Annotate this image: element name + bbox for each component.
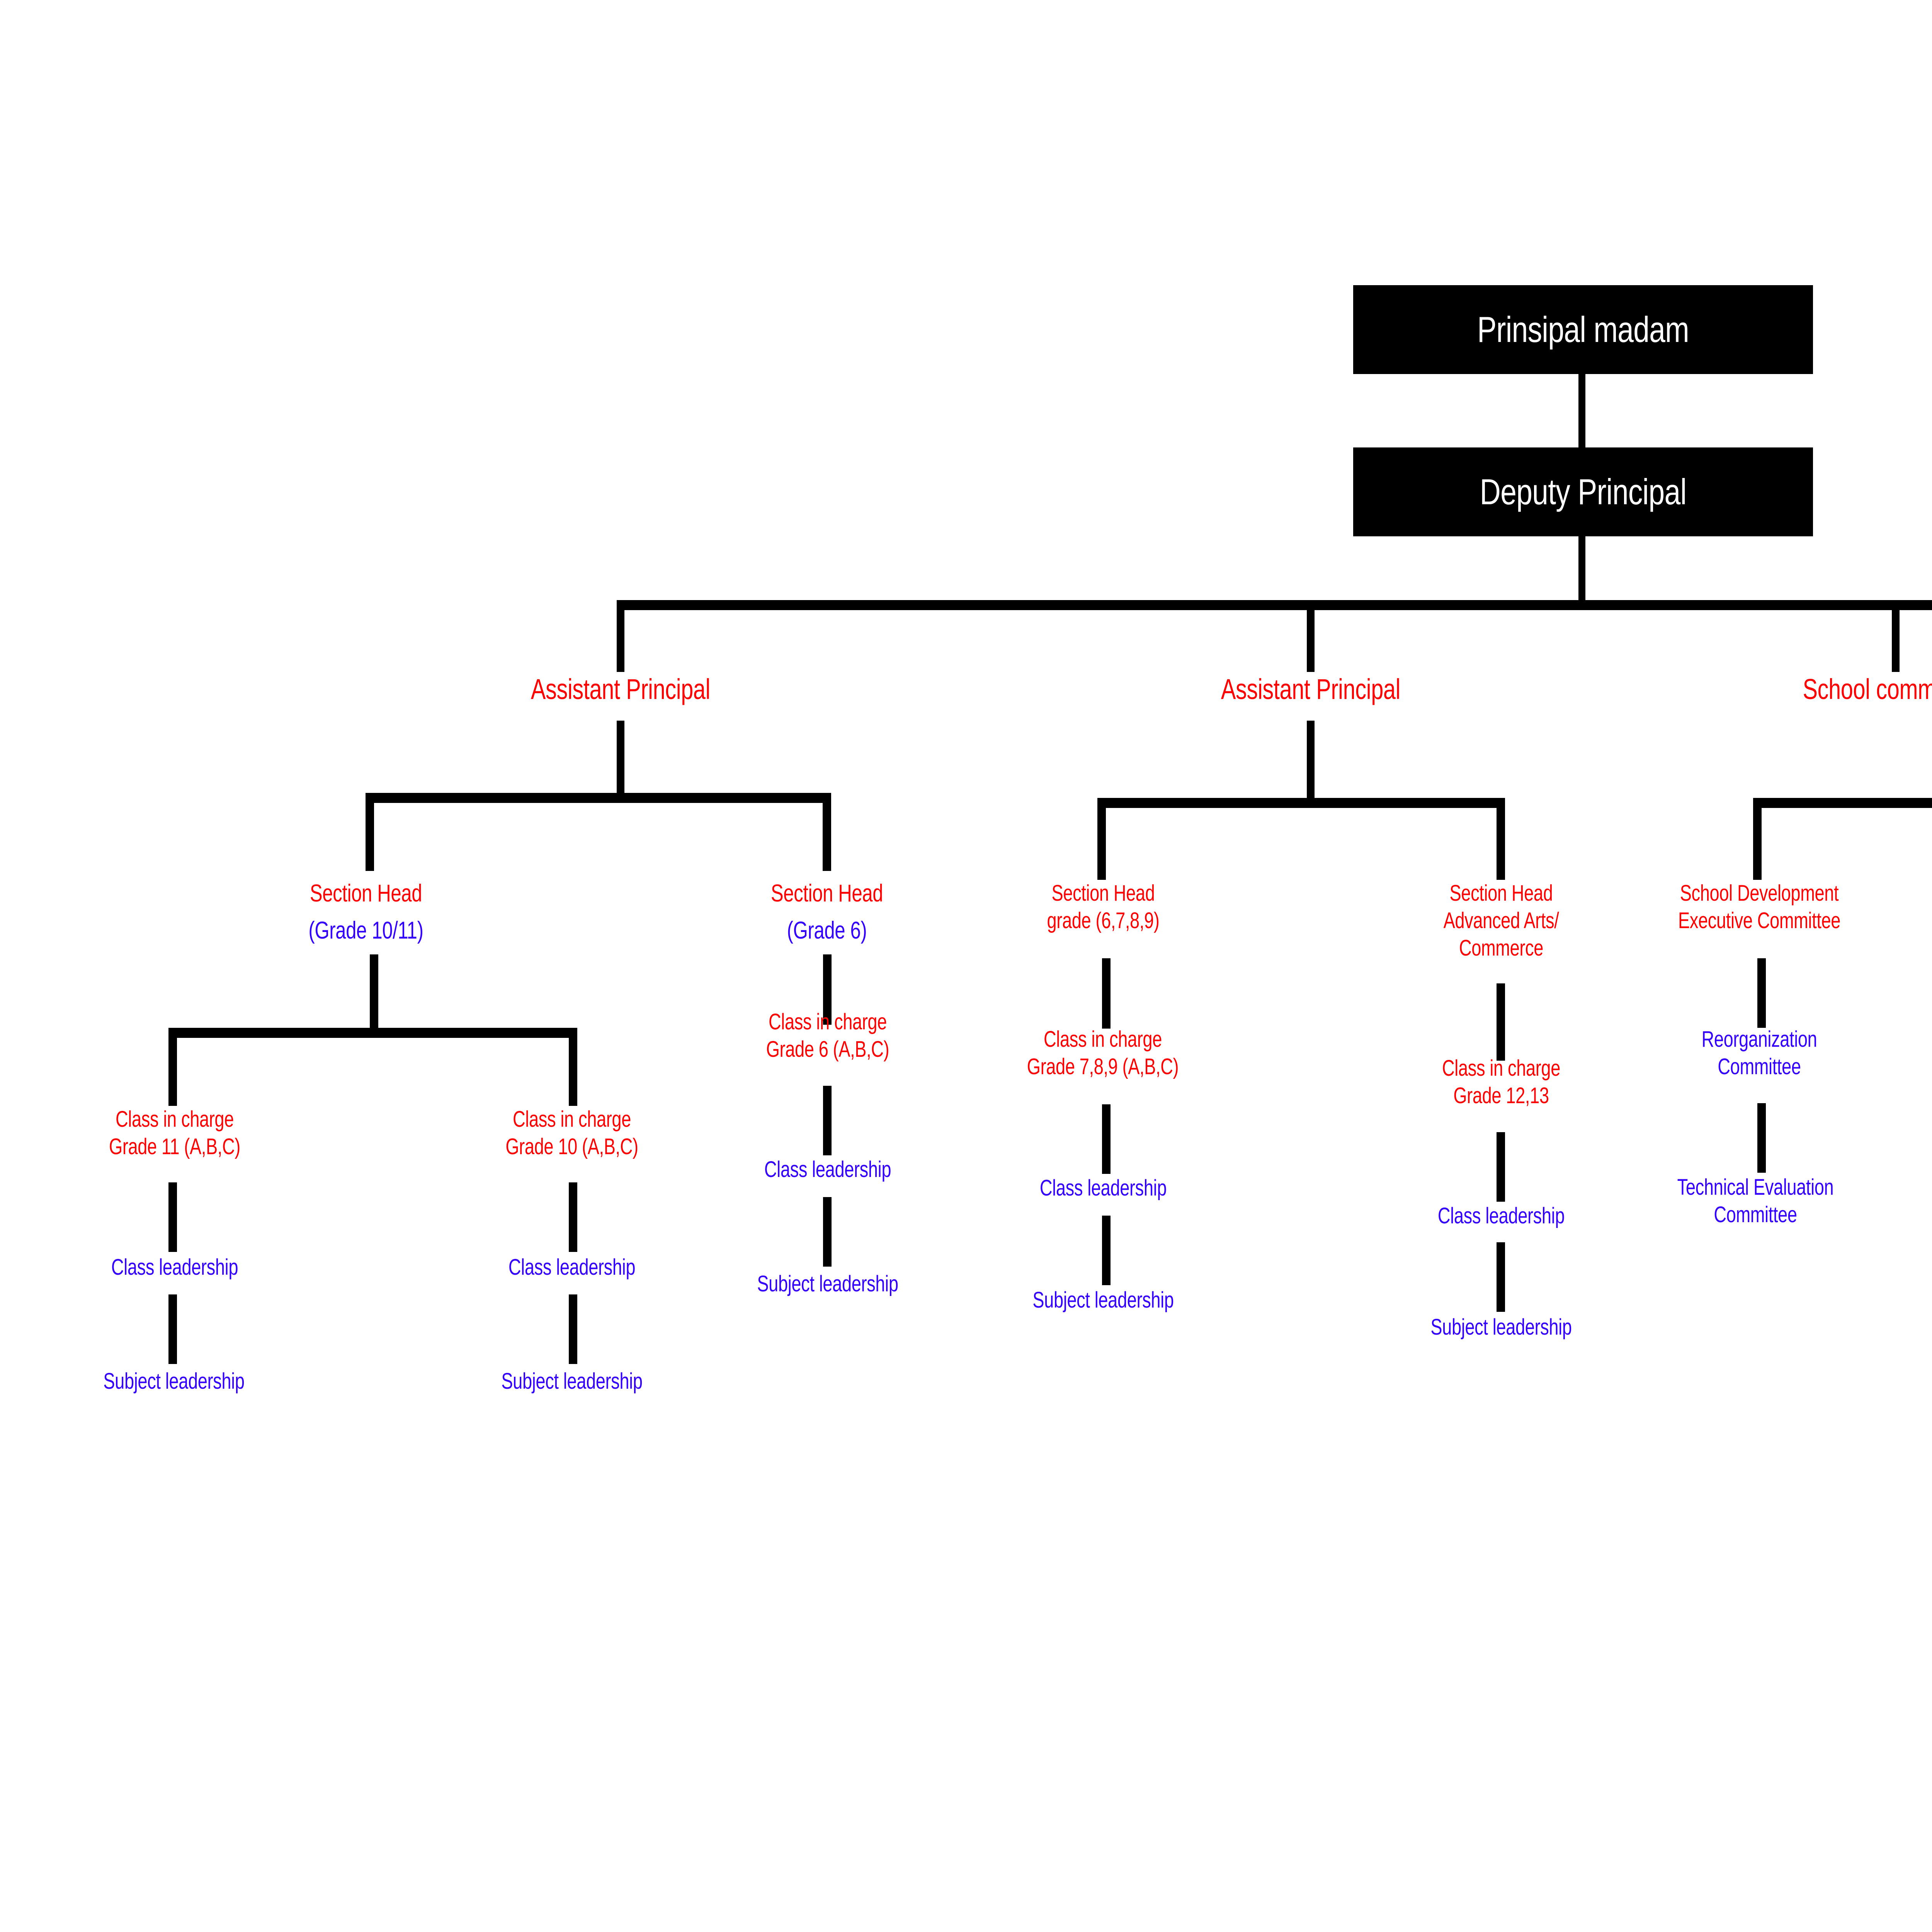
connector-cl789-to-sl789 xyxy=(1102,1216,1111,1285)
connector-cic1213-to-cl1213 xyxy=(1497,1132,1505,1202)
connector-sh6789-to-cic789 xyxy=(1102,958,1111,1029)
connector-cl11-to-sl11 xyxy=(168,1294,177,1364)
section-head-1011-title: Section Head xyxy=(310,879,422,907)
section-head-6789[interactable]: Section Head grade (6,7,8,9) xyxy=(1047,881,1160,933)
connector-cl1213-to-sl1213 xyxy=(1497,1242,1505,1312)
assistant-principal-1-label[interactable]: Assistant Principal xyxy=(531,673,711,705)
connector-ap1-to-sh6 xyxy=(823,803,831,871)
connector-cic11-to-cl11 xyxy=(168,1182,177,1252)
sh1011-split-bar xyxy=(168,1028,577,1038)
ap1-split-bar xyxy=(366,793,831,803)
subject-leadership-11[interactable]: Subject leadership xyxy=(103,1369,245,1394)
level2-horizontal-bus xyxy=(617,600,1932,610)
school-committees-label[interactable]: School committees xyxy=(1803,673,1932,705)
connector-sc-to-sdec xyxy=(1753,808,1762,880)
subject-leadership-6[interactable]: Subject leadership xyxy=(757,1271,898,1296)
connector-bus-to-ap2 xyxy=(1307,610,1315,672)
class-in-charge-10[interactable]: Class in charge Grade 10 (A,B,C) xyxy=(505,1107,638,1159)
connector-sh6-to-cic6 xyxy=(823,954,832,1025)
connector-sh1011-to-cic11 xyxy=(168,1038,177,1106)
class-in-charge-11[interactable]: Class in charge Grade 11 (A,B,C) xyxy=(109,1107,240,1159)
class-in-charge-6[interactable]: Class in charge Grade 6 (A,B,C) xyxy=(766,1009,889,1062)
class-leadership-1213[interactable]: Class leadership xyxy=(1437,1203,1565,1228)
connector-sh1011-down xyxy=(370,954,378,1029)
connector-ap1-down xyxy=(617,721,624,794)
connector-cl6-to-sl6 xyxy=(823,1197,832,1267)
class-in-charge-789[interactable]: Class in charge Grade 7,8,9 (A,B,C) xyxy=(1027,1027,1179,1079)
connector-ap2-to-shadv xyxy=(1497,808,1505,880)
section-head-6[interactable]: Section Head (Grade 6) xyxy=(697,871,957,953)
principal-label: Prinsipal madam xyxy=(1399,285,1767,374)
class-leadership-789[interactable]: Class leadership xyxy=(1039,1175,1167,1201)
class-in-charge-1213[interactable]: Class in charge Grade 12,13 xyxy=(1442,1056,1560,1108)
deputy-principal-label: Deputy Principal xyxy=(1399,447,1767,536)
principal-box[interactable]: Prinsipal madam xyxy=(1353,285,1813,374)
connector-cic10-to-cl10 xyxy=(569,1182,577,1252)
school-committees-split-bar xyxy=(1753,798,1932,808)
connector-bus-to-school-committees xyxy=(1892,610,1900,672)
connector-cic6-to-cl6 xyxy=(823,1086,832,1155)
class-leadership-10[interactable]: Class leadership xyxy=(508,1255,636,1280)
connector-cl10-to-sl10 xyxy=(569,1294,577,1364)
connector-ap2-down xyxy=(1307,721,1315,798)
connector-ap2-to-sh6789 xyxy=(1097,808,1106,880)
reorganization-committee[interactable]: Reorganization Committee xyxy=(1701,1027,1817,1079)
connector-deputy-to-bus xyxy=(1578,536,1585,600)
connector-reorg-to-tec xyxy=(1757,1103,1766,1173)
connector-cic789-to-cl789 xyxy=(1102,1104,1111,1174)
assistant-principal-2-label[interactable]: Assistant Principal xyxy=(1221,673,1401,705)
section-head-6-grade: (Grade 6) xyxy=(787,917,867,944)
connector-sdec-to-reorg xyxy=(1757,958,1766,1028)
class-leadership-6[interactable]: Class leadership xyxy=(764,1157,891,1182)
technical-evaluation-committee[interactable]: Technical Evaluation Committee xyxy=(1677,1175,1834,1227)
subject-leadership-1213[interactable]: Subject leadership xyxy=(1430,1315,1572,1340)
section-head-1011-grade: (Grade 10/11) xyxy=(308,917,423,944)
subject-leadership-10[interactable]: Subject leadership xyxy=(501,1369,643,1394)
subject-leadership-789[interactable]: Subject leadership xyxy=(1032,1287,1174,1313)
deputy-principal-box[interactable]: Deputy Principal xyxy=(1353,447,1813,536)
connector-shadv-to-cic1213 xyxy=(1497,983,1505,1061)
connector-sh1011-to-cic10 xyxy=(569,1038,577,1106)
section-head-6-title: Section Head xyxy=(770,879,883,907)
connector-bus-to-ap1 xyxy=(617,610,624,672)
connector-principal-deputy xyxy=(1578,374,1585,456)
section-head-1011[interactable]: Section Head (Grade 10/11) xyxy=(236,871,496,953)
class-leadership-11[interactable]: Class leadership xyxy=(111,1255,238,1280)
ap2-split-bar xyxy=(1097,798,1505,808)
section-head-adv[interactable]: Section Head Advanced Arts/ Commerce xyxy=(1443,881,1559,961)
connector-ap1-to-sh1011 xyxy=(366,803,374,871)
school-development-executive-committee[interactable]: School Development Executive Committee xyxy=(1678,881,1841,933)
